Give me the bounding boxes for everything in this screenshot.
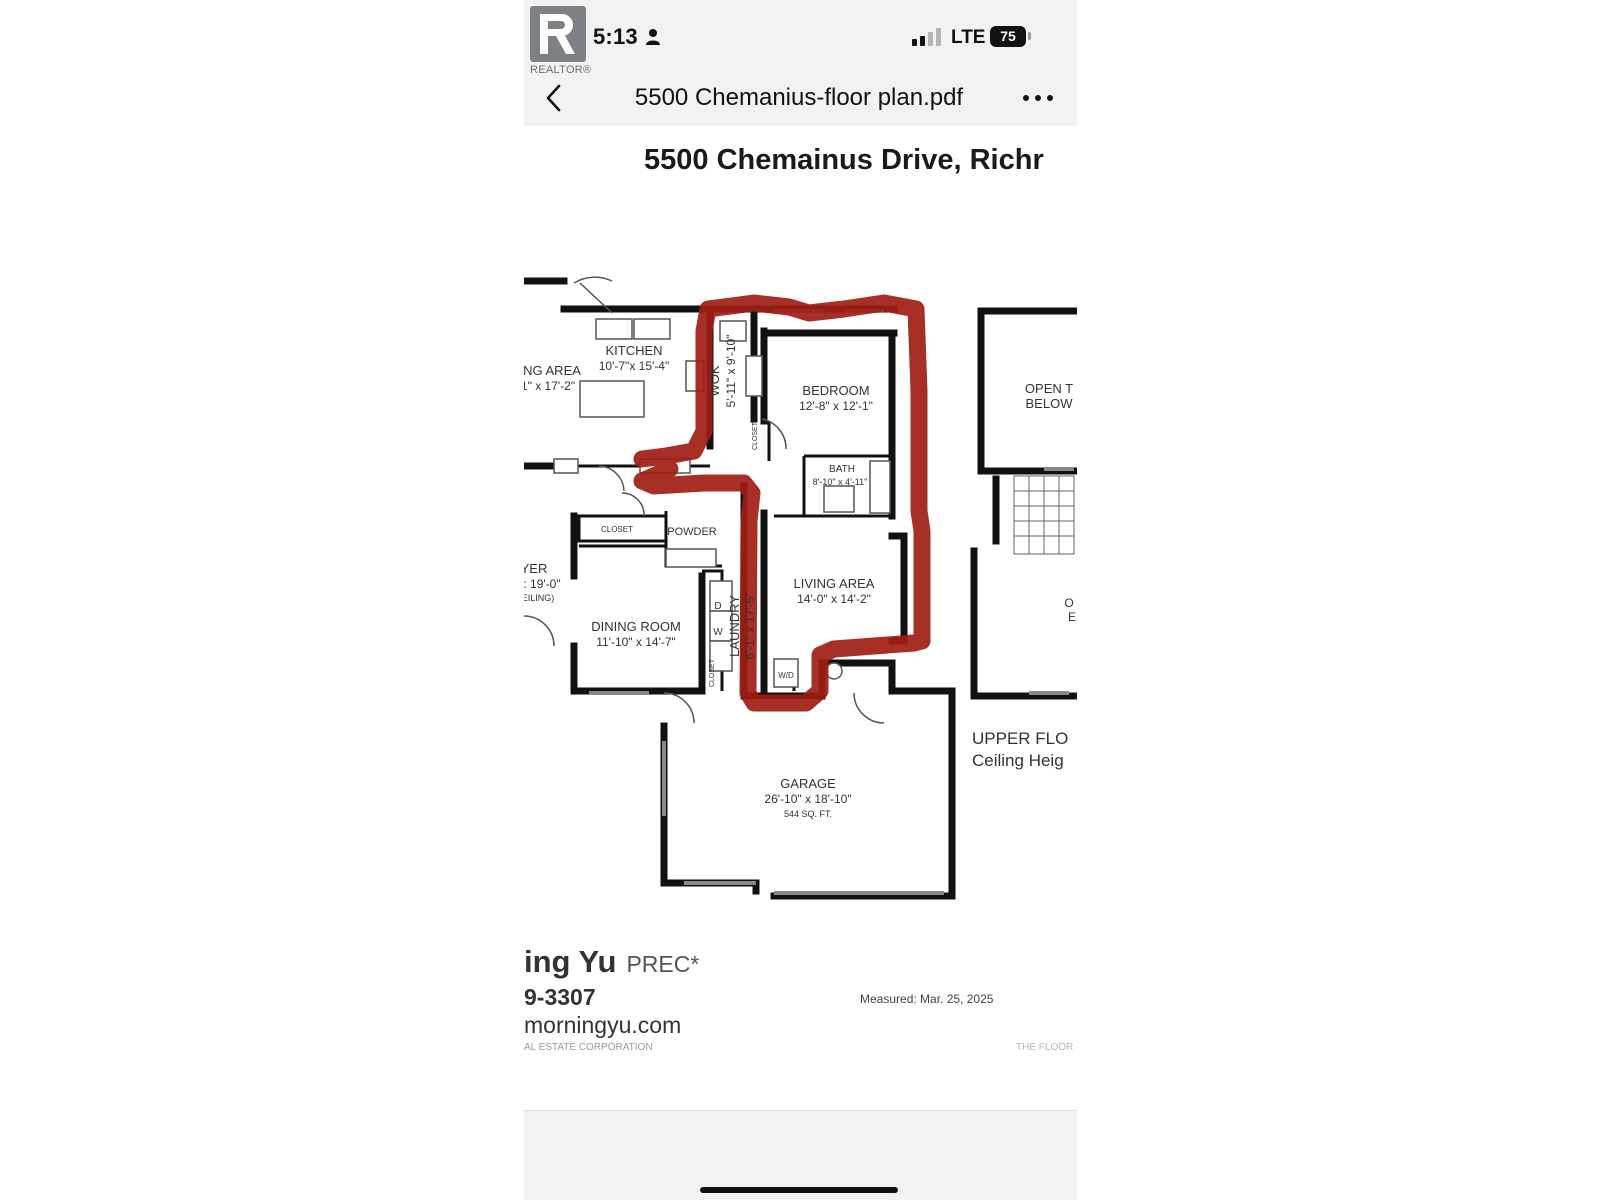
pdf-viewer[interactable]: 5500 Chemainus Drive, Richr [524,126,1077,1110]
open-to-below-label-2: BELOW [1026,396,1074,411]
battery-indicator: 75 [990,26,1026,47]
stairs [1013,475,1075,555]
kitchen-size: 10'-7"x 15'-4" [599,359,669,373]
signal-icon [912,28,941,46]
laundry-label: LAUNDRY [727,595,742,657]
closet-label: CLOSET [601,525,633,534]
bedroom-size: 12'-8" x 12'-1" [799,399,873,413]
more-options-icon[interactable] [1020,88,1056,108]
phone-screen: REALTOR® 5:13 LTE 75 5500 Chemanius-floo… [524,0,1077,1200]
agent-designation: PREC* [626,951,700,977]
highlight-stroke [633,294,931,712]
status-time: 5:13 [593,24,638,49]
measured-date: Measured: Mar. 25, 2025 [860,992,994,1006]
upper-floor-caption: UPPER FLO Ceiling Heig [972,729,1068,770]
small-closet-label: CLOSET [752,421,759,450]
powder-label: POWDER [667,526,717,538]
person-icon [646,29,660,45]
floor-plan: KITCHEN 10'-7"x 15'-4" NG AREA 1" x 17'-… [524,276,1077,900]
doors [524,276,885,724]
dryer-label: D [714,601,721,612]
agent-corporation: AL ESTATE CORPORATION [524,1042,653,1053]
wok-size: 5'-11" x 9'-10" [724,335,738,408]
back-chevron-icon[interactable] [542,82,566,114]
battery-tip [1028,32,1031,40]
ceiling-height-label: Ceiling Heig [972,751,1064,770]
document-title: 5500 Chemanius-floor plan.pdf [634,84,964,111]
laundry-size: 6'-1" x 17'-5" [743,592,757,659]
dining-room-label: DINING ROOM [591,619,681,634]
laundry-closet-label: CLOSET [709,658,716,687]
living-area-label: LIVING AREA [794,576,875,591]
garage-label: GARAGE [780,776,836,791]
foyer-size: : 19'-0" [524,577,561,591]
eating-area-size: 1" x 17'-2" [524,379,575,393]
washer-label: W [713,627,723,638]
living-area-size: 14'-0" x 14'-2" [797,592,871,606]
upper-room-label-2: E [1068,610,1076,624]
bedroom-label: BEDROOM [802,383,869,398]
upper-room-label: O [1064,596,1073,610]
realtor-r-icon [530,6,586,62]
kitchen-label: KITCHEN [605,343,662,358]
home-indicator[interactable] [700,1187,898,1193]
fixtures [553,318,891,688]
agent-phone: 9-3307 [524,984,596,1010]
realtor-logo: REALTOR® [528,4,592,76]
agent-website[interactable]: morningyu.com [524,1012,682,1038]
upper-floor-label: UPPER FLO [972,729,1068,748]
property-address: 5500 Chemainus Drive, Richr [644,144,1044,176]
realtor-wordmark: REALTOR® [530,64,592,76]
floor-plan-credit: THE FLOOR [1016,1042,1074,1053]
network-type: LTE [951,27,986,48]
eating-area-label: NG AREA [524,363,581,378]
foyer-label: YER [524,561,547,576]
bath-size: 8'-10" x 4'-11" [813,477,868,487]
foyer-note: EILING) [524,593,554,603]
wok-label: WOK [707,365,722,396]
bath-label: BATH [829,464,855,475]
garage-area: 544 SQ. FT. [784,809,832,819]
garage-size: 26'-10" x 18'-10" [764,792,851,806]
dining-room-size: 11'-10" x 14'-7" [596,635,676,649]
bottom-bar [524,1110,1077,1200]
top-bar: REALTOR® 5:13 LTE 75 5500 Chemanius-floo… [524,0,1077,126]
wd-label: W/D [778,671,794,680]
room-labels: KITCHEN 10'-7"x 15'-4" NG AREA 1" x 17'-… [524,335,1076,819]
open-to-below-label: OPEN T [1025,381,1073,396]
